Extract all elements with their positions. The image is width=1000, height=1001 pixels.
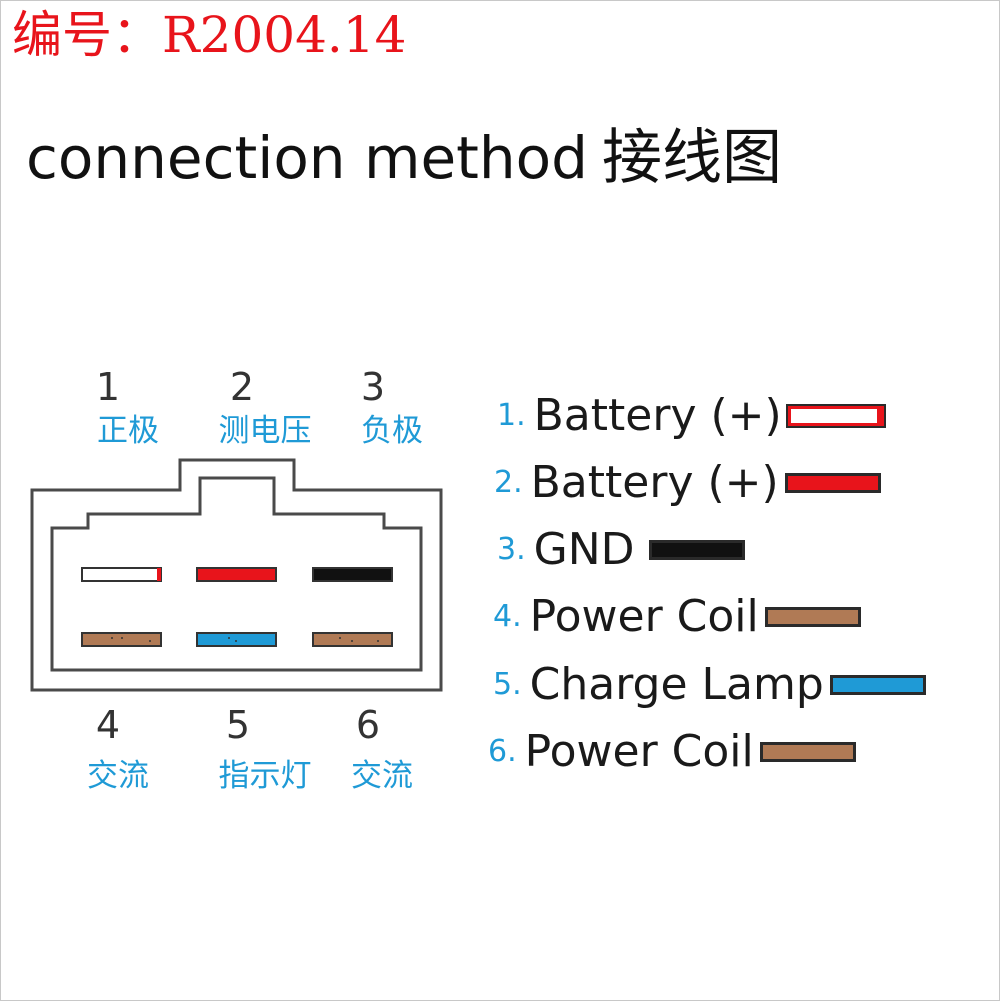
pin-terminal-4: [81, 632, 162, 647]
legend-label: Power Coil: [524, 726, 754, 777]
title-en: connection method: [26, 124, 588, 192]
pin-number-4: 4: [95, 703, 121, 747]
wire-swatch-brown: [759, 742, 856, 762]
legend-number: 4.: [493, 599, 522, 634]
pin-4-mark: [111, 637, 113, 639]
wire-swatch-red: [784, 473, 881, 493]
product-code: 编号：R2004.14: [12, 6, 407, 64]
pin-terminal-1: [81, 567, 162, 582]
legend-item-6: 6.Power Coil: [488, 730, 856, 774]
pin-label-2: 测电压: [218, 413, 312, 449]
legend-number: 3.: [497, 532, 526, 567]
legend-number: 2.: [494, 465, 523, 500]
legend-number: 5.: [493, 667, 522, 702]
pin-terminal-1-stripe: [157, 568, 161, 581]
pin-terminal-5: [196, 632, 277, 647]
connector-diagram: [30, 458, 443, 692]
legend-label: Battery (+): [533, 390, 782, 441]
pin-label-4: 交流: [87, 758, 149, 794]
pin-number-2: 2: [229, 365, 255, 409]
pin-4-mark: [121, 637, 123, 639]
legend-number: 1.: [497, 398, 526, 433]
legend-item-2: 2.Battery (+): [494, 461, 881, 505]
legend-label: Charge Lamp: [529, 659, 824, 710]
pin-label-5: 指示灯: [218, 758, 312, 794]
pin-6-mark: [339, 637, 341, 639]
pin-number-1: 1: [95, 365, 121, 409]
wire-swatch-white-red: [785, 404, 886, 428]
title-zh: 接线图: [602, 123, 782, 193]
wire-swatch-blue: [829, 675, 926, 695]
wire-swatch-black: [648, 540, 745, 560]
legend-label: Battery (+): [530, 457, 779, 508]
pin-4-mark: [149, 640, 151, 642]
pin-6-mark: [377, 640, 379, 642]
pin-number-6: 6: [355, 703, 381, 747]
pin-5-mark: [228, 637, 230, 639]
pin-number-3: 3: [360, 365, 386, 409]
wire-swatch-brown: [764, 607, 861, 627]
pin-label-1: 正极: [97, 413, 159, 449]
pin-label-6: 交流: [351, 758, 413, 794]
legend-item-5: 5.Charge Lamp: [493, 663, 926, 707]
pin-6-mark: [351, 640, 353, 642]
legend-number: 6.: [488, 734, 517, 769]
pin-terminal-3: [312, 567, 393, 582]
legend-item-3: 3.GND: [497, 528, 745, 572]
pin-terminal-6: [312, 632, 393, 647]
legend-item-4: 4.Power Coil: [493, 595, 861, 639]
legend-label: GND: [533, 524, 635, 575]
pin-number-5: 5: [225, 703, 251, 747]
pin-label-3: 负极: [361, 413, 423, 449]
pin-terminal-2: [196, 567, 277, 582]
pin-5-mark: [235, 640, 237, 642]
legend-label: Power Coil: [529, 591, 759, 642]
legend-item-1: 1.Battery (+): [497, 390, 886, 441]
